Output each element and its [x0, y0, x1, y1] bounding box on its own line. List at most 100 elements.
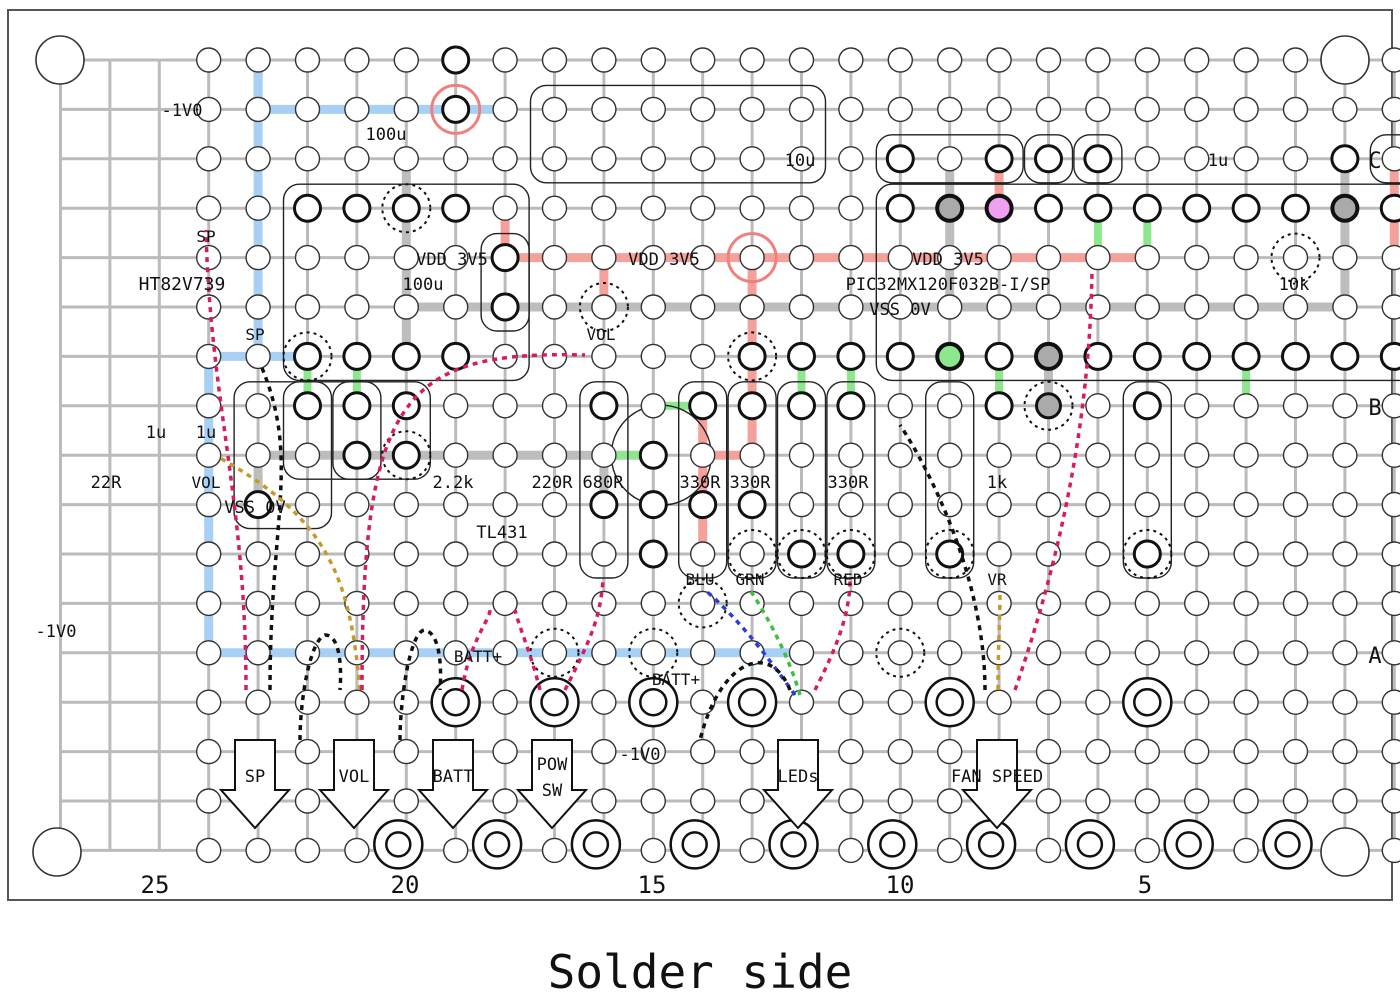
- board-hole: [492, 541, 518, 567]
- solder-pad-highlight: [1331, 194, 1359, 222]
- wire-blu: [703, 588, 797, 697]
- solder-pad: [441, 193, 471, 223]
- board-hole: [591, 640, 617, 666]
- connector-arrow-pow-sw: [515, 739, 589, 830]
- board-hole: [739, 541, 765, 567]
- connector-arrow-sp: [218, 739, 292, 830]
- solder-pad: [293, 193, 322, 223]
- label-cap-1u: 1u: [1208, 151, 1228, 171]
- solder-pad: [836, 539, 866, 569]
- net-label-vdd: VDD 3V5: [416, 250, 488, 270]
- board-hole: [393, 738, 419, 765]
- board-hole: [739, 738, 765, 765]
- board-hole: [1134, 788, 1161, 814]
- board-hole: [1332, 491, 1358, 518]
- board-hole: [739, 146, 765, 172]
- label-res-680r: 680R: [583, 473, 625, 493]
- board-hole: [1035, 689, 1062, 715]
- connector-pad: [935, 687, 964, 717]
- board-hole: [393, 47, 419, 73]
- board-hole: [1233, 244, 1259, 271]
- board-hole: [1282, 96, 1309, 123]
- board-hole: [838, 788, 864, 814]
- board-hole: [838, 244, 864, 271]
- board-hole: [393, 689, 419, 715]
- solder-pad: [589, 391, 619, 421]
- solder-pad: [984, 341, 1014, 371]
- board-hole: [1282, 788, 1309, 814]
- pad-label-blu: BLU: [686, 570, 715, 589]
- terminal-pad: [1175, 831, 1202, 858]
- mounting-hole: [32, 827, 82, 877]
- board-hole: [1381, 146, 1400, 172]
- board-hole: [1035, 541, 1062, 567]
- wire-batt: [513, 609, 542, 691]
- board-hole: [838, 738, 864, 765]
- board-hole: [640, 393, 666, 419]
- board-hole: [541, 541, 568, 567]
- board-hole: [245, 96, 271, 123]
- board-hole: [591, 738, 617, 765]
- board-hole: [245, 689, 271, 715]
- board-hole: [245, 541, 271, 567]
- board-hole: [1381, 96, 1400, 123]
- board-hole: [344, 294, 370, 320]
- board-hole: [937, 393, 963, 419]
- board-hole: [245, 442, 271, 468]
- board-hole: [492, 590, 518, 617]
- board-hole: [195, 590, 222, 617]
- board-hole: [986, 491, 1012, 518]
- board-hole: [393, 244, 419, 271]
- solder-pad: [1182, 341, 1212, 371]
- board-hole: [1233, 47, 1259, 73]
- label-cap-100u: 100u: [366, 125, 407, 145]
- board-hole: [739, 195, 765, 221]
- board-hole: [1332, 689, 1358, 715]
- board-hole: [788, 689, 815, 715]
- board-hole: [1233, 640, 1259, 666]
- board-hole: [393, 640, 419, 666]
- solder-pad: [836, 391, 866, 421]
- solder-pad: [391, 341, 421, 371]
- board-hole: [294, 837, 321, 864]
- board-hole: [887, 788, 913, 814]
- board-hole: [690, 738, 716, 765]
- board-hole: [887, 590, 913, 617]
- pad-label-sp: SP: [245, 325, 264, 344]
- solder-pad: [391, 193, 421, 223]
- board-hole: [393, 491, 419, 518]
- solder-pad: [243, 490, 273, 520]
- board-hole: [344, 640, 370, 666]
- board-hole: [1134, 590, 1161, 617]
- board-hole: [788, 195, 815, 221]
- net-label-neg: -1V0: [620, 745, 661, 765]
- wire-end-ring: [381, 430, 432, 481]
- board-hole: [1282, 244, 1309, 271]
- solder-pad: [1330, 341, 1360, 371]
- pad-label-vr: VR: [987, 570, 1007, 589]
- wire-end-ring: [727, 331, 778, 382]
- board-hole: [541, 195, 568, 221]
- res-220r-outline: [678, 381, 728, 579]
- board-hole: [1134, 244, 1161, 271]
- board-hole: [690, 96, 716, 123]
- board-hole: [788, 47, 815, 73]
- board-hole: [1233, 393, 1259, 419]
- board-hole: [739, 837, 765, 864]
- board-hole: [937, 590, 963, 617]
- wire-end-ring: [1023, 380, 1074, 431]
- net-label-neg: -1V0: [162, 101, 203, 121]
- solder-pad-highlight: [985, 194, 1013, 222]
- board-hole: [195, 146, 222, 172]
- board-hole: [690, 541, 716, 567]
- board-hole: [739, 442, 765, 468]
- board-hole: [492, 96, 518, 123]
- res-2k2-outline: [579, 381, 629, 579]
- board-hole: [838, 96, 864, 123]
- board-hole: [1035, 590, 1062, 617]
- solder-pad: [787, 341, 816, 371]
- board-hole: [245, 244, 271, 271]
- solder-pad: [1231, 341, 1261, 371]
- board-hole: [1332, 96, 1358, 123]
- board-hole: [937, 294, 963, 320]
